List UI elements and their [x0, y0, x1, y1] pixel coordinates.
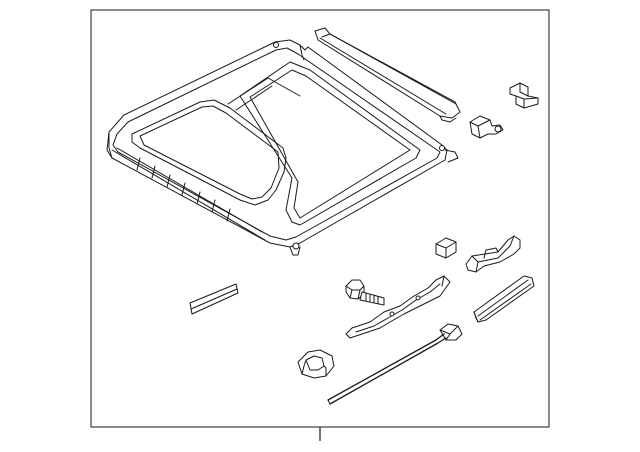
sunroof-frame-assembly: [106, 39, 459, 256]
bolt: [345, 279, 385, 306]
guide-rail: [345, 275, 451, 339]
side-bracket: [465, 235, 521, 273]
cushion-pad: [435, 237, 457, 259]
front-deflector-rail: [314, 27, 461, 123]
drive-cable: [327, 323, 463, 405]
rubber-grommet: [297, 349, 335, 379]
connector-clip: [469, 115, 504, 139]
upper-bracket: [509, 82, 539, 109]
trim-strip: [189, 283, 239, 315]
seal-strip: [473, 275, 535, 323]
